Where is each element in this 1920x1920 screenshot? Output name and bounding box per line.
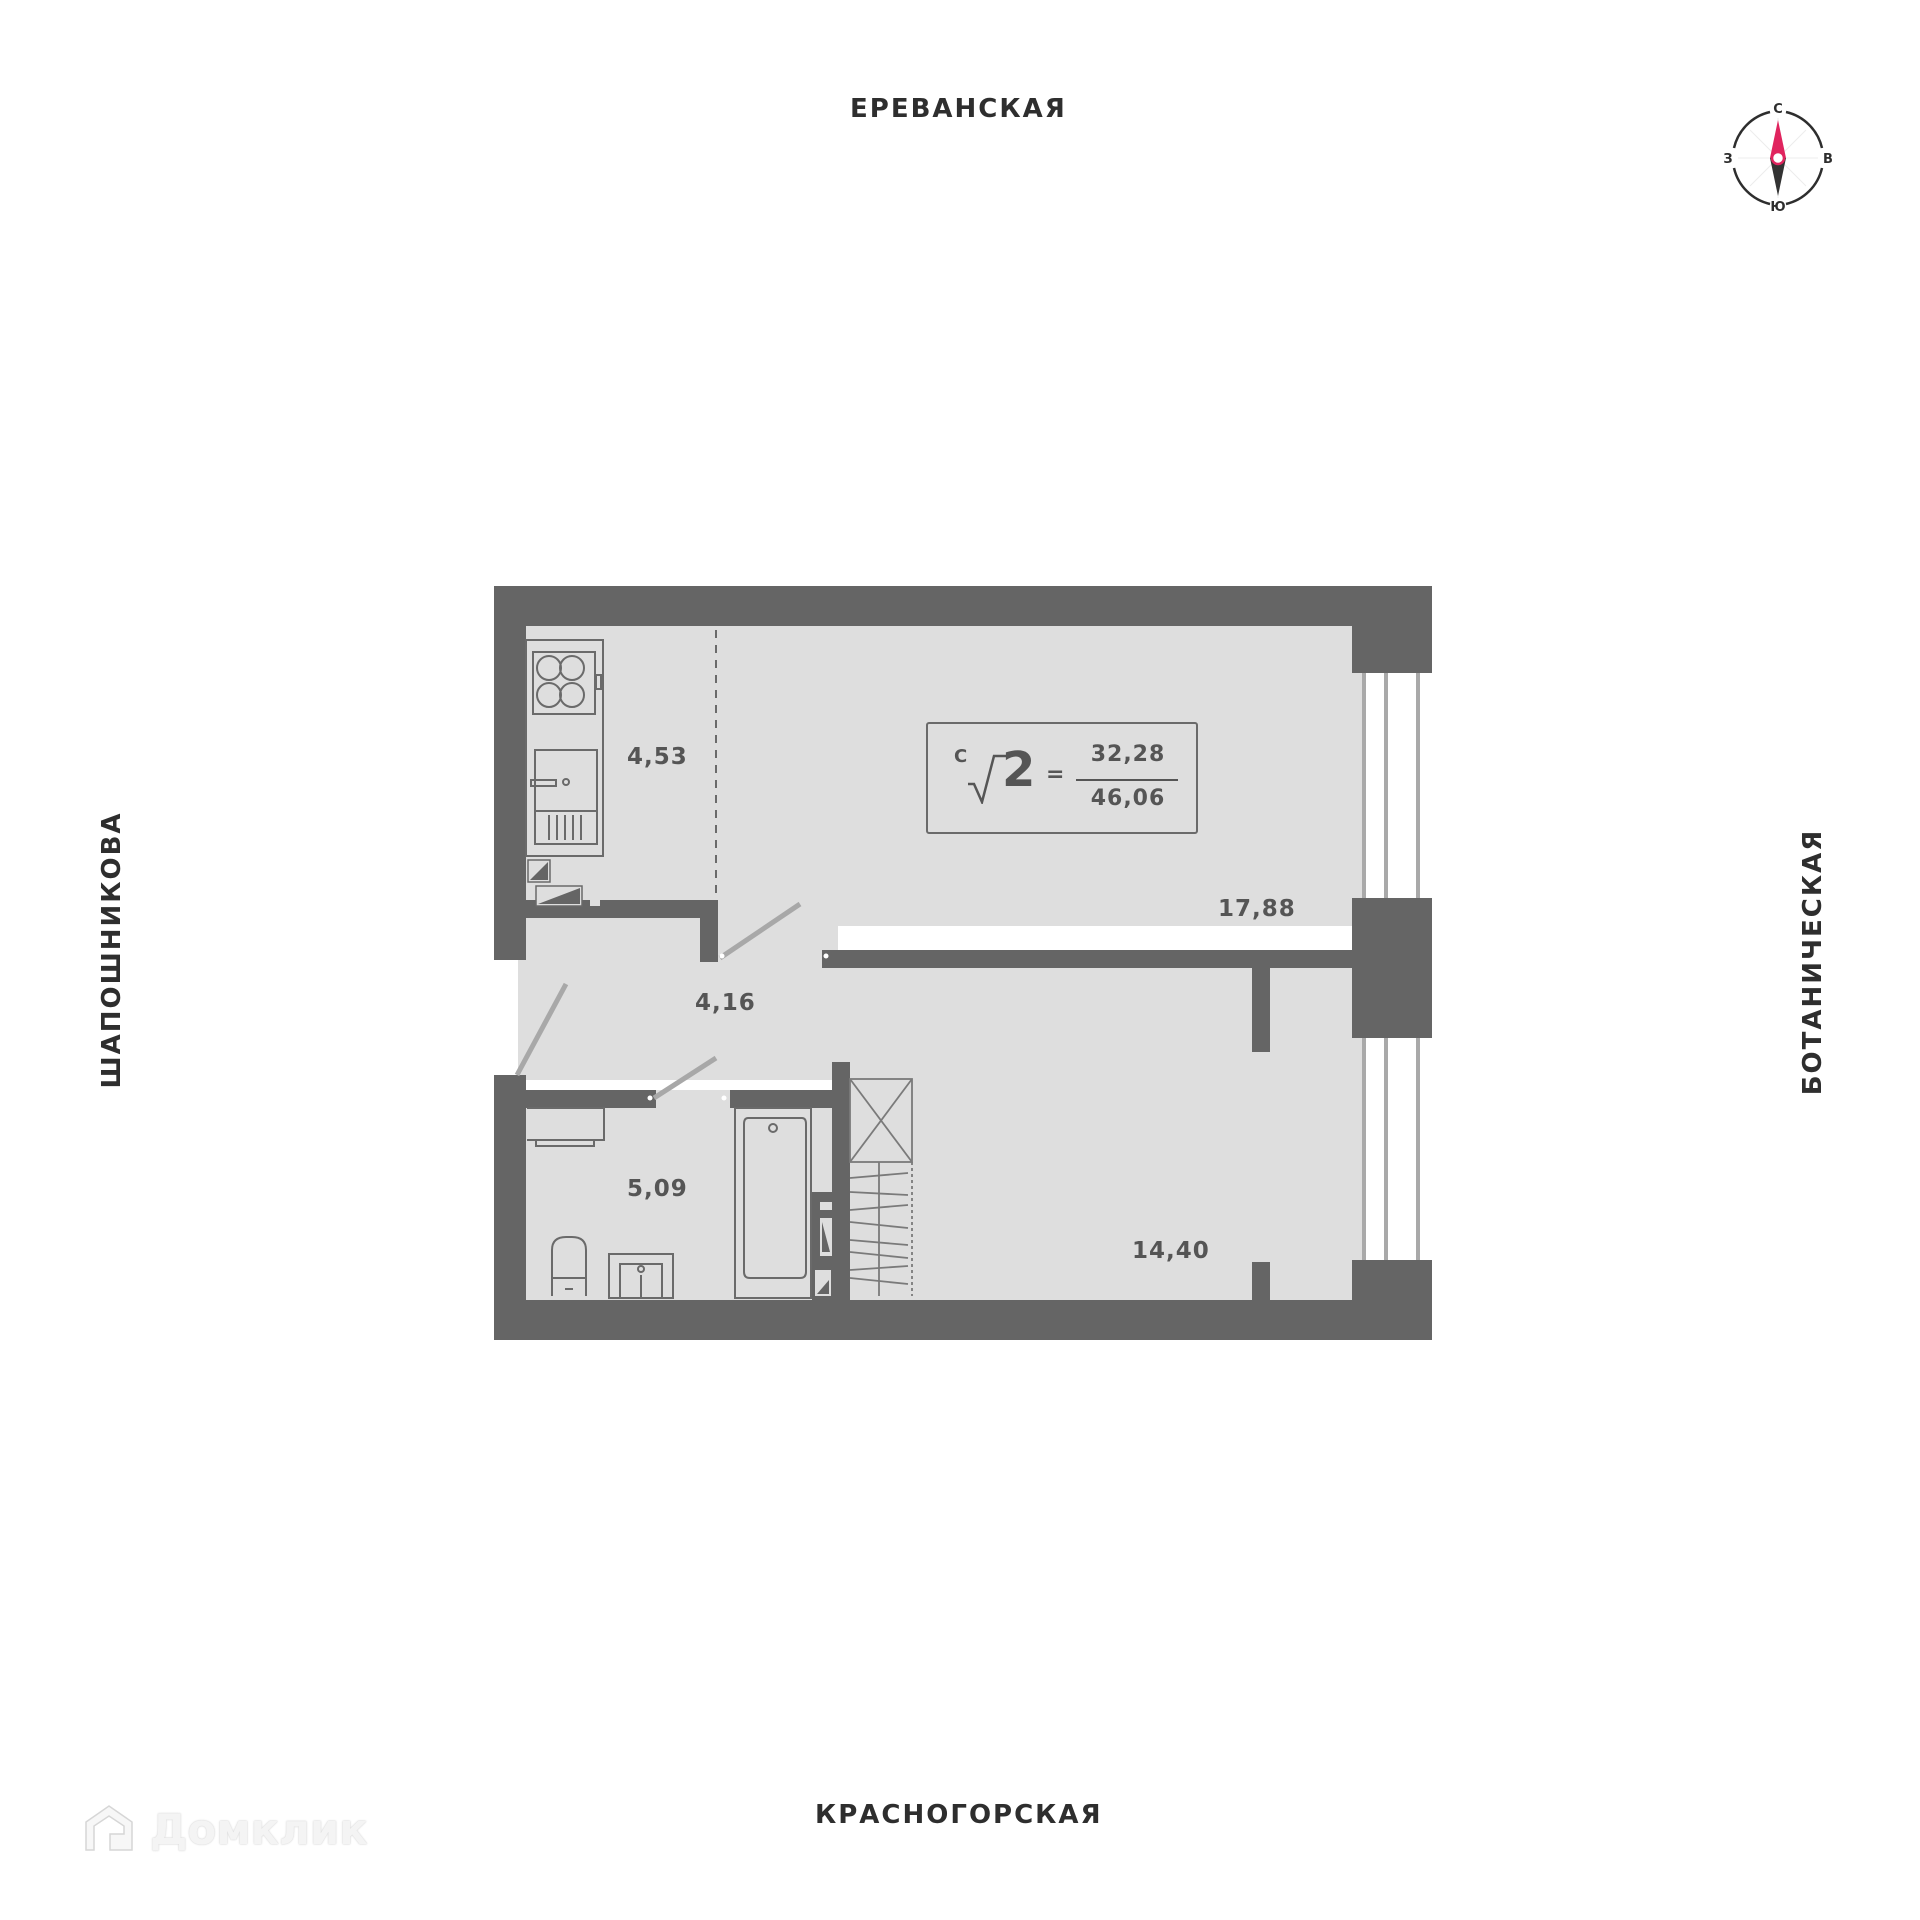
room-count: 2 [1002,742,1036,798]
room-area-bathroom: 5,09 [627,1176,688,1202]
kitchen-vent-boxes [527,859,600,907]
fraction-bar [1076,779,1178,781]
bathroom-fixtures [527,1107,812,1299]
area-summary: С 2 = 32,28 46,06 [926,722,1198,834]
watermark-text: Домклик [150,1804,368,1854]
door-hinges [511,953,829,1101]
compass-west-label: З [1723,152,1732,167]
floor-fill [518,626,1362,1300]
living-area-value: 32,28 [1090,742,1166,767]
area-summary-prefix: С [954,746,968,767]
room-area-living-room: 17,88 [1218,896,1296,922]
compass-east-label: В [1823,152,1833,167]
radical-icon [968,754,1008,804]
compass-north-label: С [1773,102,1783,117]
street-label-south: КРАСНОГОРСКАЯ [815,1800,1103,1830]
compass-south-label: Ю [1770,200,1785,215]
house-logo-icon [85,1805,133,1851]
street-label-north: ЕРЕВАНСКАЯ [850,94,1067,124]
total-area-value: 46,06 [1090,786,1166,811]
door-swings [514,901,802,1101]
room-area-hallway: 4,16 [695,990,756,1016]
room-area-bedroom: 14,40 [1132,1238,1210,1264]
bathroom-shaft [812,1192,832,1300]
watermark: Домклик [80,1800,368,1858]
equals-sign: = [1046,762,1065,787]
compass-icon: С Ю З В [1723,102,1833,215]
walls [494,586,1432,1340]
window-bedroom [1362,1038,1420,1260]
kitchen-counter [525,639,604,857]
room-area-kitchen: 4,53 [627,744,688,770]
bedroom-wardrobe [849,1078,913,1296]
window-living-room [1362,673,1420,900]
